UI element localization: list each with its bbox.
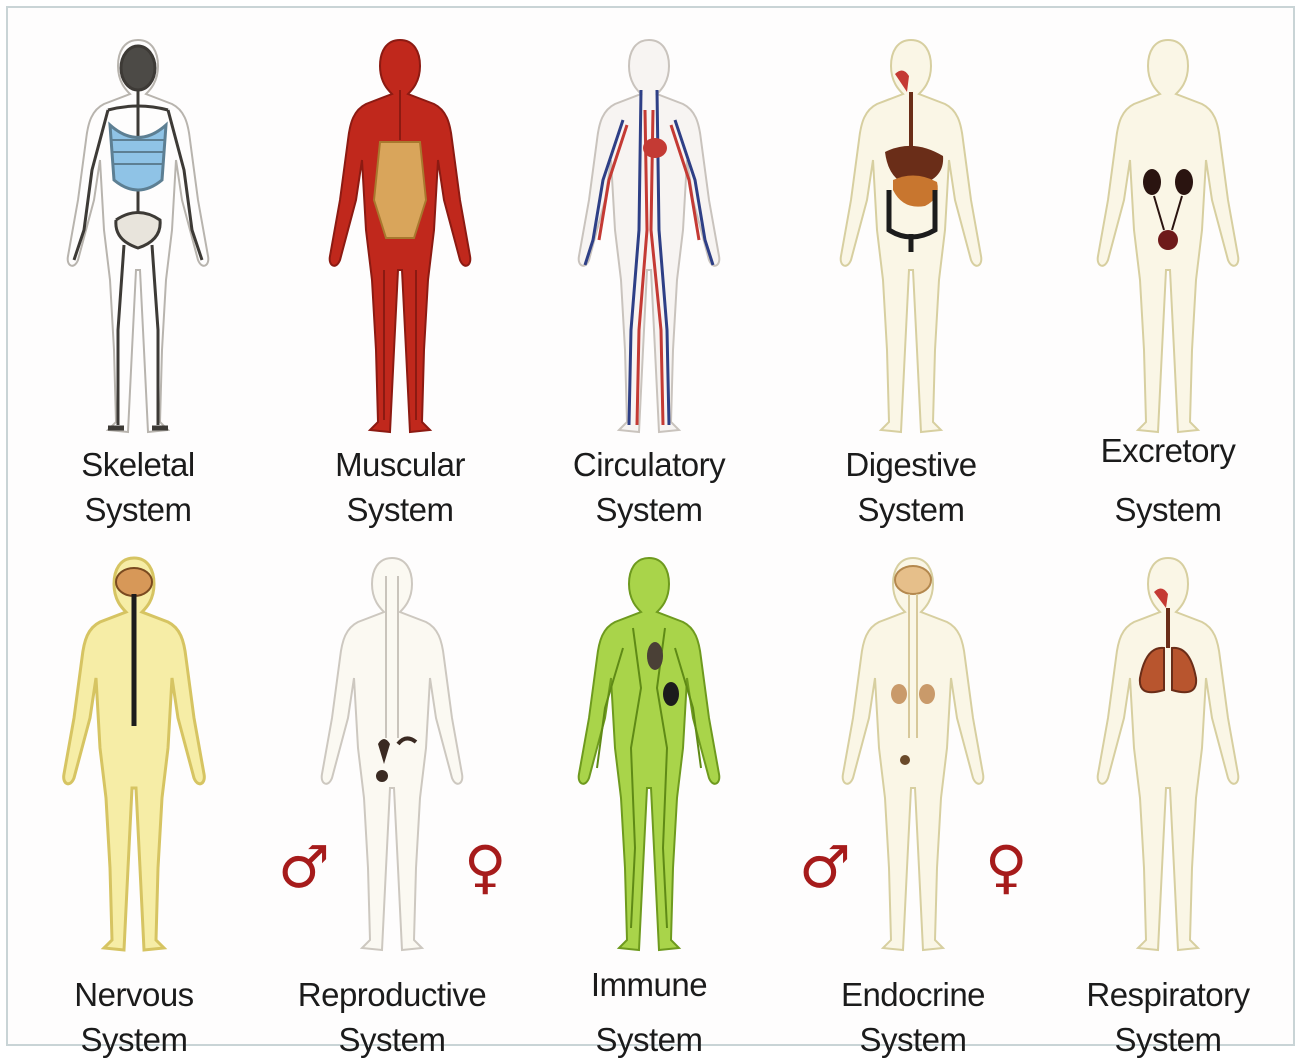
label-circulatory-line2: System (523, 487, 775, 532)
label-muscular-line2: System (274, 487, 526, 532)
label-respiratory-line1: Respiratory (1042, 972, 1294, 1017)
label-reproductive-line1: Reproductive (266, 972, 518, 1017)
body-silhouette (843, 558, 984, 950)
skeleton-icon (74, 46, 202, 428)
male-symbol-icon: ♂ (278, 838, 330, 896)
female-symbol-icon: ♀ (985, 838, 1027, 896)
label-immune-line2: System (523, 1017, 775, 1062)
label-skeletal-line2: System (12, 487, 264, 532)
cell-excretory: Excretory System (1042, 30, 1294, 545)
label-respiratory-line2: System (1042, 1017, 1294, 1062)
label-digestive-line1: Digestive (785, 442, 1037, 487)
female-symbol-icon: ♀ (464, 838, 506, 896)
body-silhouette (322, 558, 463, 950)
cell-reproductive: ♂ ♀ Reproductive System (266, 548, 518, 1063)
cell-digestive: Digestive System (785, 30, 1037, 545)
digestive-tract-figure (785, 30, 1037, 450)
skeleton-figure (12, 30, 264, 450)
lungs-figure (1042, 548, 1294, 968)
cell-endocrine: ♂ ♀ Endocrine System (787, 548, 1039, 1063)
male-symbol-icon: ♂ (799, 838, 851, 896)
cell-circulatory: Circulatory System (523, 30, 775, 545)
gland-figure (787, 548, 1039, 968)
diagram-frame: Skeletal System Muscular System Circulat… (6, 6, 1295, 1046)
cell-immune: Immune System (523, 548, 775, 1063)
reproductive-figure (266, 548, 518, 968)
label-digestive-line2: System (785, 487, 1037, 532)
kidney-figure (1042, 30, 1294, 450)
label-immune-line1: Immune (523, 962, 775, 1007)
label-endocrine-line1: Endocrine (787, 972, 1039, 1017)
cell-muscular: Muscular System (274, 30, 526, 545)
muscle-icon (330, 40, 471, 432)
label-circulatory-line1: Circulatory (523, 442, 775, 487)
cell-skeletal: Skeletal System (12, 30, 264, 545)
muscle-figure (274, 30, 526, 450)
label-nervous-line1: Nervous (8, 972, 260, 1017)
label-excretory-line1: Excretory (1042, 428, 1294, 473)
label-endocrine-line2: System (787, 1017, 1039, 1062)
label-skeletal-line1: Skeletal (12, 442, 264, 487)
label-reproductive-line2: System (266, 1017, 518, 1062)
cell-respiratory: Respiratory System (1042, 548, 1294, 1063)
cell-nervous: Nervous System (8, 548, 260, 1063)
lymph-figure (523, 548, 775, 968)
label-muscular-line1: Muscular (274, 442, 526, 487)
blood-vessel-figure (523, 30, 775, 450)
label-excretory-line2: System (1042, 487, 1294, 532)
label-nervous-line2: System (8, 1017, 260, 1062)
nerve-figure (8, 548, 260, 968)
